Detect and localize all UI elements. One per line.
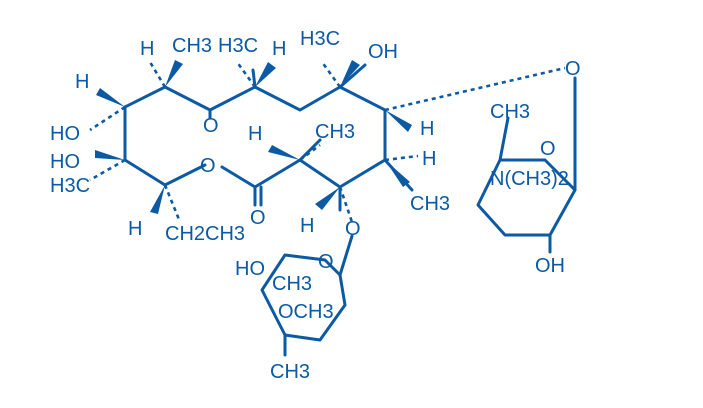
label-o-carbonyl: O [250, 207, 266, 229]
hash-ch3-mid [299, 143, 321, 162]
wedge-h-right-1 [385, 110, 412, 132]
label-o-ring: O [200, 155, 216, 177]
label-och3: OCH3 [278, 301, 334, 323]
label-h-top-right: H [272, 38, 286, 60]
label-ch3-right: CH3 [410, 193, 450, 215]
label-o-sugar-left-ring: O [318, 251, 334, 273]
label-ch3-sugar-left: CH3 [272, 273, 312, 295]
label-o-sugar-right-ring: O [540, 138, 556, 160]
left-sugar-ring [260, 253, 347, 342]
atom-labels: H CH3 H3C H H3C OH H HO HO H3C O O O H C… [50, 28, 581, 383]
ring-left-chain [123, 105, 207, 187]
label-h-lower-mid: H [300, 215, 314, 237]
label-oh-top: OH [368, 41, 398, 63]
wedge-oh-top [340, 60, 360, 87]
label-h-top-left: H [140, 38, 154, 60]
wedge-h-lower-mid [315, 187, 340, 210]
wedge-h-bottom [150, 185, 165, 214]
label-o-glyco-left: O [345, 218, 361, 240]
hash-h-right-2 [384, 154, 419, 162]
label-ho-sugar-left: HO [235, 258, 265, 280]
label-h3c-top3: H3C [300, 28, 340, 50]
bond-h3c-top2 [251, 68, 257, 89]
wedge-h-mid [268, 145, 300, 160]
wedge-h-left [96, 88, 125, 107]
wedge-bonds [95, 60, 412, 214]
hash-o-glyco-right [384, 66, 566, 112]
hash-ch2ch3 [163, 184, 182, 223]
bond-oh-top [338, 63, 367, 89]
wedge-ch3-right [385, 160, 410, 187]
wedge-ch3-top1 [165, 60, 183, 87]
label-h-bottom: H [128, 218, 142, 240]
label-ch3-sugar-right: CH3 [490, 101, 530, 123]
hash-h3c-left [89, 158, 126, 182]
hash-h-top-left [148, 61, 167, 88]
label-o-ketone: O [203, 115, 219, 137]
wedge-h-top-right [255, 62, 276, 87]
bond-ch3-mid [298, 138, 322, 162]
label-ch3-top1: CH3 [172, 35, 212, 57]
label-h-right-1: H [420, 118, 434, 140]
label-n-dimethyl: N(CH3)2 [490, 168, 569, 190]
bond-right-ch3 [498, 116, 510, 162]
label-h3c-left: H3C [50, 175, 90, 197]
label-h-mid: H [248, 123, 262, 145]
hashed-bonds [89, 61, 566, 223]
hash-h3c-top3 [320, 61, 342, 88]
label-o-glyco-right: O [565, 58, 581, 80]
label-ho-2: HO [50, 151, 80, 173]
label-ch3-bottom: CH3 [270, 361, 310, 383]
hash-o-glyco-left [338, 186, 354, 223]
hash-ho-1 [89, 105, 126, 132]
wedge-ho-2 [95, 150, 125, 160]
hash-h3c-top2 [235, 61, 257, 88]
right-sugar [476, 76, 577, 254]
label-h-left: H [75, 71, 89, 93]
bond-glyco-o-to-left-sugar [338, 234, 354, 277]
left-sugar [260, 234, 354, 357]
label-ho-1: HO [50, 123, 80, 145]
label-ch3-mid: CH3 [315, 121, 355, 143]
ring-ester-bond [220, 165, 257, 189]
label-h3c-top2: H3C [218, 35, 258, 57]
label-h-right-2: H [422, 148, 436, 170]
label-oh-sugar-right: OH [535, 255, 565, 277]
label-ch2ch3: CH2CH3 [165, 223, 245, 245]
